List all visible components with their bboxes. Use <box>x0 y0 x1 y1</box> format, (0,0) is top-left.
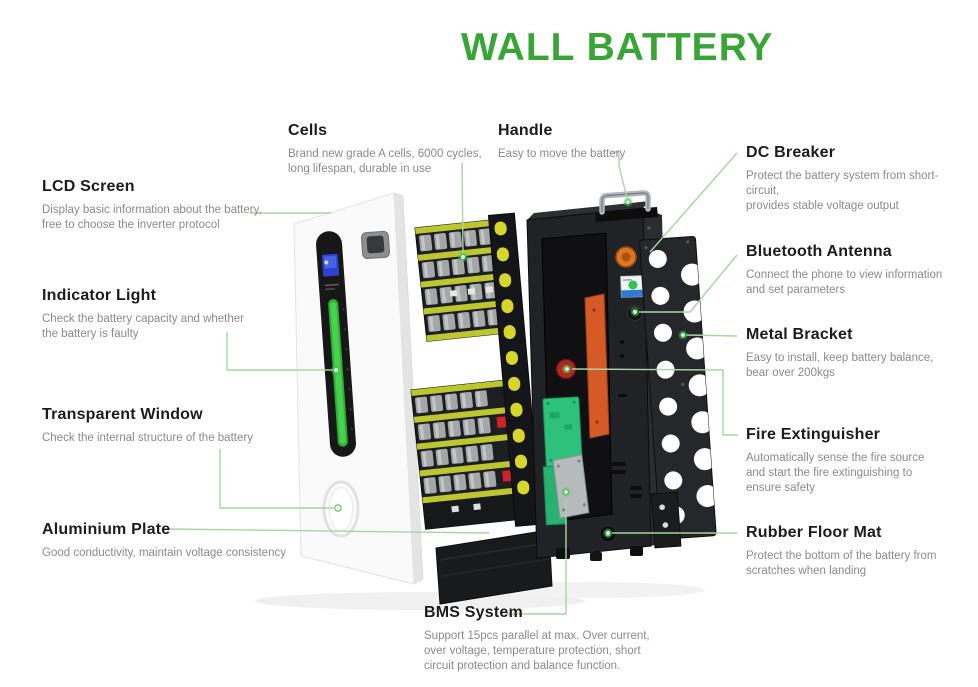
callout-heading: LCD Screen <box>42 178 135 195</box>
callout-heading: Bluetooth Antenna <box>746 243 892 260</box>
callout-dot-transparent-window <box>334 504 342 512</box>
aluminium-bottom-plate <box>435 529 553 605</box>
callout-description: Easy to move the battery <box>498 148 626 160</box>
callout-aluminium-plate: Aluminium Plate Good conductivity, maint… <box>42 521 302 561</box>
callout-description: Brand new grade A cells, 6000 cycles, lo… <box>288 148 482 176</box>
callout-heading: Fire Extinguisher <box>746 426 881 443</box>
battery-front-panel <box>293 192 424 585</box>
ground-shadow <box>255 592 585 610</box>
callout-description: Connect the phone to view information an… <box>746 269 943 297</box>
callout-heading: Aluminium Plate <box>42 521 171 538</box>
callout-dot-metal-bracket <box>678 330 688 340</box>
case-handle-base <box>595 207 658 222</box>
callout-dc-breaker: DC Breaker Protect the battery system fr… <box>746 144 966 215</box>
callout-heading: Rubber Floor Mat <box>746 524 882 541</box>
callout-description: Check the battery capacity and whether t… <box>42 313 245 341</box>
callout-description: Display basic information about the batt… <box>42 204 262 232</box>
callout-line-transparent-window <box>219 449 334 509</box>
callout-line-indicator-light <box>226 332 333 371</box>
callout-line-handle <box>612 151 628 199</box>
callout-indicator-light: Indicator Light Check the battery capaci… <box>42 287 292 342</box>
callout-description: Good conductivity, maintain voltage cons… <box>42 547 286 559</box>
callout-line-fire-extinguisher <box>571 368 738 436</box>
callout-transparent-window: Transparent Window Check the internal st… <box>42 406 292 446</box>
callout-bms-system: BMS System Support 15pcs parallel at max… <box>424 604 669 675</box>
callout-dot-indicator-light <box>331 365 341 375</box>
callout-bluetooth-antenna: Bluetooth Antenna Connect the phone to v… <box>746 243 966 298</box>
callout-description: Protect the battery system from short-ci… <box>746 170 939 213</box>
callout-fire-extinguisher: Fire Extinguisher Automatically sense th… <box>746 426 966 497</box>
callout-line-cells <box>461 162 464 255</box>
fire-suppression-plate <box>584 293 610 439</box>
battery-cells-module-lower <box>410 379 522 530</box>
callout-lines <box>164 151 738 615</box>
callout-line-bms-system <box>505 495 567 615</box>
bms-cover-plate <box>552 454 590 519</box>
module-mounting-rail <box>487 212 543 527</box>
callout-rubber-floor-mat: Rubber Floor Mat Protect the bottom of t… <box>746 524 966 579</box>
callout-cells: Cells Brand new grade A cells, 6000 cycl… <box>288 122 498 177</box>
callout-description: Check the internal structure of the batt… <box>42 432 253 444</box>
callout-line-aluminium-plate <box>164 528 490 534</box>
callout-description: Easy to install, keep battery balance, b… <box>746 352 934 380</box>
callout-heading: Cells <box>288 122 328 139</box>
callout-heading: DC Breaker <box>746 144 836 161</box>
callout-heading: BMS System <box>424 604 523 621</box>
product-sticker <box>620 275 645 298</box>
callout-dot-bluetooth-antenna <box>630 307 640 317</box>
callout-dot-bms-system <box>561 487 571 497</box>
callout-metal-bracket: Metal Bracket Easy to install, keep batt… <box>746 326 966 381</box>
callout-heading: Handle <box>498 122 553 139</box>
callout-heading: Transparent Window <box>42 406 203 423</box>
callout-handle: Handle Easy to move the battery <box>498 122 698 162</box>
callout-lcd-screen: LCD Screen Display basic information abo… <box>42 178 292 233</box>
callout-dot-fire-extinguisher <box>562 364 572 374</box>
callout-dot-handle <box>623 197 633 207</box>
callout-dot-cells <box>458 252 468 262</box>
callout-line-metal-bracket <box>685 334 738 337</box>
callout-line-bluetooth-antenna <box>639 254 738 313</box>
callout-heading: Metal Bracket <box>746 326 853 343</box>
callout-dot-rubber-floor-mat <box>603 528 613 538</box>
callout-description: Support 15pcs parallel at max. Over curr… <box>424 630 650 673</box>
panel-recess <box>360 230 391 260</box>
callout-description: Automatically sense the fire source and … <box>746 452 925 495</box>
bms-board <box>542 396 590 526</box>
callout-description: Protect the bottom of the battery from s… <box>746 550 937 578</box>
page-title: WALL BATTERY <box>461 26 774 69</box>
bracket-foot-flange <box>650 491 682 549</box>
callout-heading: Indicator Light <box>42 287 157 304</box>
callout-line-dc-breaker <box>649 152 738 253</box>
